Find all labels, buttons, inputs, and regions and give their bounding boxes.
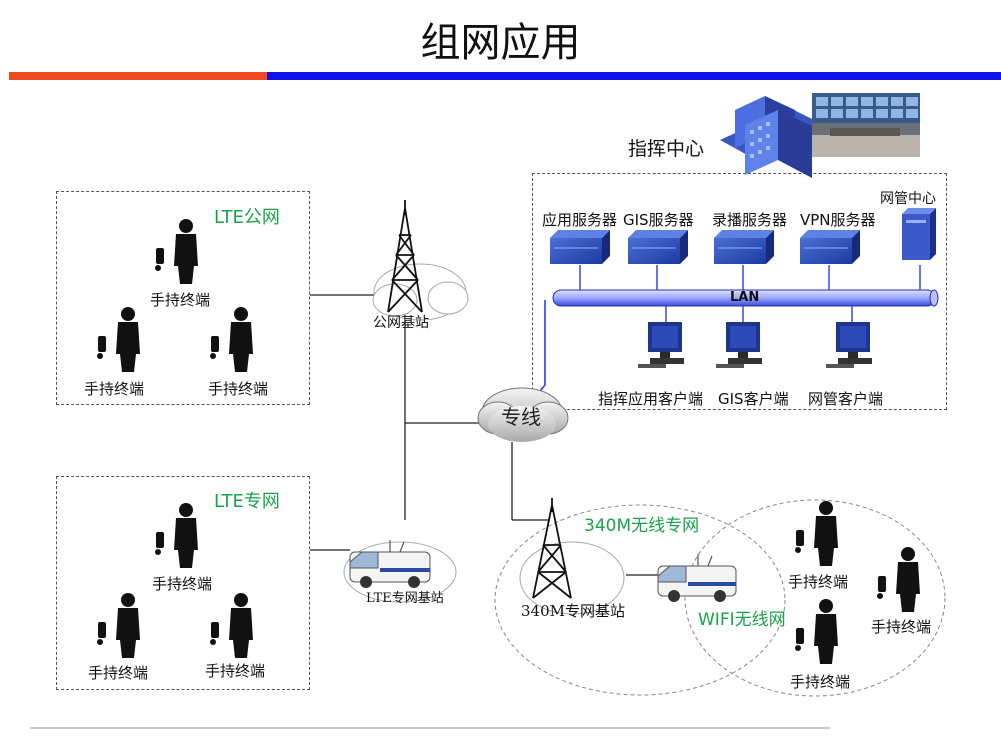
terminal-label: 手持终端 xyxy=(88,664,149,682)
public-base-tower xyxy=(387,200,423,313)
server-label-vpn: VPN服务器 xyxy=(800,211,876,229)
server-icons xyxy=(550,208,936,264)
wifi-range xyxy=(684,499,946,697)
network-mgmt-center-label: 网管中心 xyxy=(880,191,936,207)
base-340m-label: 340M专网基站 xyxy=(521,602,625,620)
terminal-label: 手持终端 xyxy=(152,575,213,593)
header-bar-blue xyxy=(267,72,1001,80)
wifi-title: WIFI无线网 xyxy=(698,610,786,630)
page-title: 组网应用 xyxy=(420,20,581,66)
terminal-label: 手持终端 xyxy=(84,380,145,398)
public-base-station-label: 公网基站 xyxy=(373,315,429,331)
command-center-label: 指挥中心 xyxy=(628,138,705,160)
340m-vehicle xyxy=(657,554,737,602)
lte-public-group-box xyxy=(56,191,310,405)
command-center-building xyxy=(720,96,830,178)
wireless-340m-range xyxy=(494,504,786,696)
lte-private-title: LTE专网 xyxy=(214,491,280,512)
command-center-box xyxy=(532,173,947,410)
terminal-label: 手持终端 xyxy=(205,662,266,680)
base-340m-tower xyxy=(532,498,572,599)
officer-figures xyxy=(97,219,920,664)
server-label-gis: GIS服务器 xyxy=(623,211,694,229)
lte-private-base-station-label: LTE专网基站 xyxy=(366,591,444,606)
terminal-label: 手持终端 xyxy=(790,673,851,691)
server-label-recording: 录播服务器 xyxy=(712,211,788,229)
terminal-label: 手持终端 xyxy=(871,618,932,636)
lte-public-title: LTE公网 xyxy=(214,207,280,228)
wireless-340m-title: 340M无线专网 xyxy=(584,516,700,536)
client-label-gis: GIS客户端 xyxy=(718,390,789,408)
terminal-label: 手持终端 xyxy=(788,573,849,591)
header-bar-red xyxy=(9,72,267,80)
server-label-app: 应用服务器 xyxy=(542,211,618,229)
lan-label: LAN xyxy=(730,290,760,305)
private-line-label: 专线 xyxy=(501,405,541,429)
private-line-cloud xyxy=(477,387,569,442)
terminal-label: 手持终端 xyxy=(208,380,269,398)
bottom-divider xyxy=(30,727,830,729)
lte-vehicle xyxy=(349,540,431,588)
control-room-photo xyxy=(812,93,920,157)
base-340m-cloud xyxy=(519,541,625,615)
client-pc-icons xyxy=(638,322,872,368)
client-label-mgmt: 网管客户端 xyxy=(808,390,884,408)
lte-private-group-box xyxy=(56,476,310,690)
terminal-label: 手持终端 xyxy=(150,291,211,309)
client-label-command: 指挥应用客户端 xyxy=(598,390,704,408)
